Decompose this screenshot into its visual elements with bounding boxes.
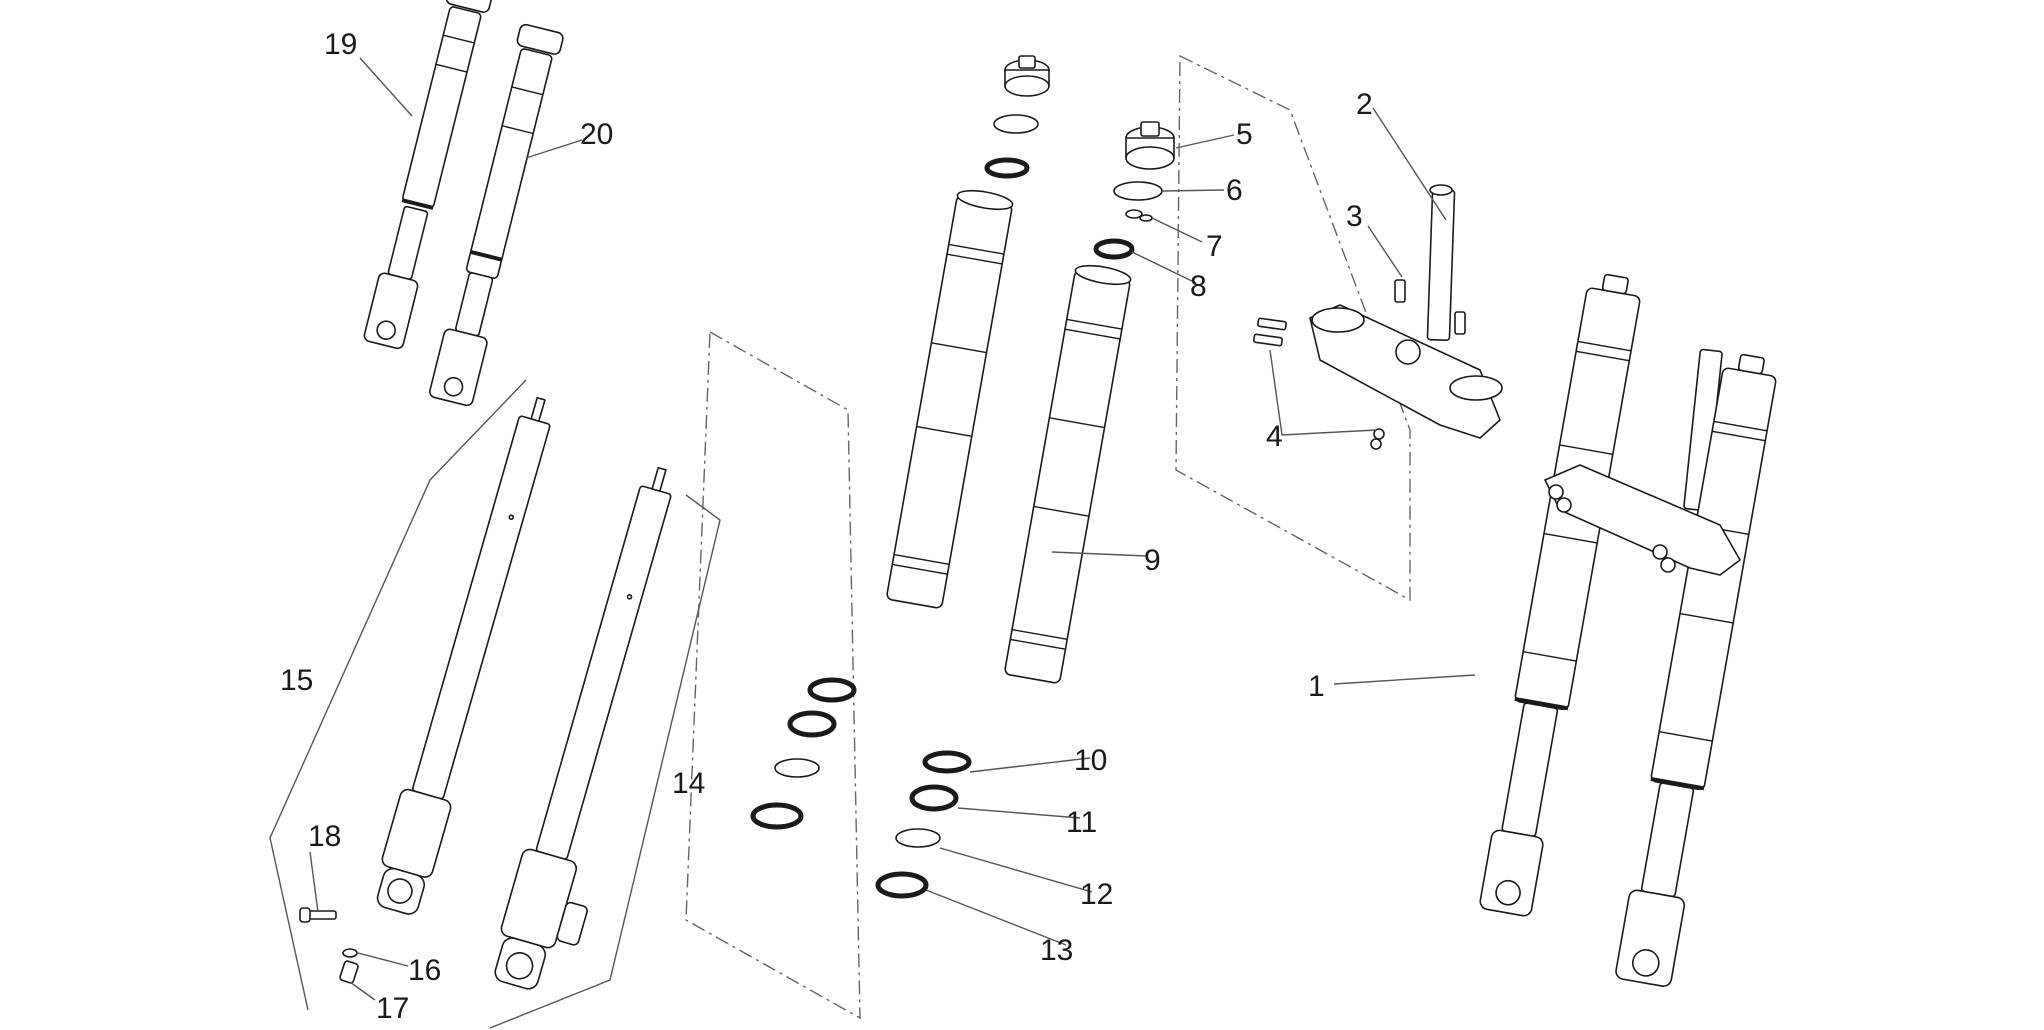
callout-16: 16 bbox=[408, 954, 441, 987]
top-cap-5 bbox=[1125, 121, 1175, 170]
group-frame-tube-seals bbox=[685, 330, 861, 1020]
callout-17: 17 bbox=[376, 992, 409, 1025]
callout-12: 12 bbox=[1080, 878, 1113, 911]
callout-3: 3 bbox=[1346, 200, 1363, 233]
outer-tube-b bbox=[1004, 264, 1132, 684]
clip-7 bbox=[1125, 209, 1153, 222]
dust-seal-10 bbox=[922, 750, 972, 774]
fork-leg-20 bbox=[429, 23, 564, 407]
steering-stem-2 bbox=[1426, 184, 1456, 342]
inner-tube-15 bbox=[376, 396, 551, 915]
callout-18: 18 bbox=[308, 820, 341, 853]
o-ring-6 bbox=[1113, 181, 1163, 201]
callout-8: 8 bbox=[1190, 270, 1207, 303]
callout-19: 19 bbox=[324, 28, 357, 61]
fork-leg-19 bbox=[363, 0, 493, 350]
bolt-3 bbox=[1394, 279, 1466, 335]
callout-1: 1 bbox=[1308, 670, 1325, 703]
callout-15: 15 bbox=[280, 664, 313, 697]
callout-7: 7 bbox=[1206, 230, 1223, 263]
top-triple-clamp bbox=[1309, 304, 1503, 439]
callout-14: 14 bbox=[672, 767, 705, 800]
callout-20: 20 bbox=[580, 118, 613, 151]
callout-2: 2 bbox=[1356, 88, 1373, 121]
top-cap-left bbox=[1004, 55, 1050, 97]
washer-8 bbox=[1093, 238, 1135, 260]
oil-seal-11 bbox=[909, 784, 959, 812]
o-ring-left bbox=[993, 114, 1039, 134]
callout-labels: 19 20 15 14 18 16 17 5 6 7 8 9 10 11 12 … bbox=[280, 28, 1373, 1025]
seal-set-right bbox=[875, 750, 972, 899]
callout-5: 5 bbox=[1236, 118, 1253, 151]
seal-set-left bbox=[750, 677, 857, 830]
bolt-18 bbox=[299, 907, 337, 923]
circlip-12 bbox=[895, 828, 941, 848]
callout-6: 6 bbox=[1226, 174, 1243, 207]
bolt-16-17 bbox=[339, 948, 359, 984]
bolts-4 bbox=[1253, 317, 1385, 450]
inner-tube-14 bbox=[494, 466, 672, 990]
callout-11: 11 bbox=[1066, 806, 1097, 839]
fork-assembly-1 bbox=[1479, 273, 1777, 987]
callout-10: 10 bbox=[1074, 744, 1107, 777]
bushing-13 bbox=[875, 871, 929, 899]
group-frame-cap-parts bbox=[1175, 54, 1411, 602]
washer-left bbox=[984, 157, 1030, 179]
callout-9: 9 bbox=[1144, 544, 1161, 577]
leader-lines bbox=[269, 57, 1476, 1029]
callout-13: 13 bbox=[1040, 934, 1073, 967]
outer-tube-a bbox=[886, 189, 1014, 609]
callout-4: 4 bbox=[1266, 420, 1283, 453]
